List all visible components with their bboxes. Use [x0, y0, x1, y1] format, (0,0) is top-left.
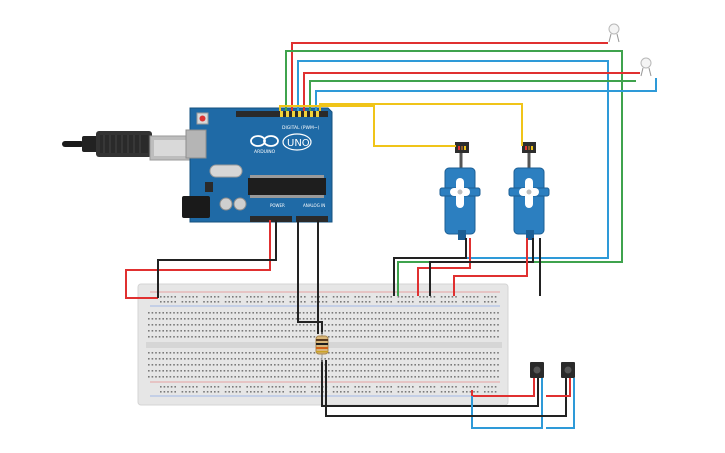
- wire-red-pb1[interactable]: [471, 378, 535, 397]
- wire-red-5v[interactable]: [125, 220, 271, 299]
- power-jack: [182, 196, 210, 218]
- capacitor-2: [233, 197, 247, 211]
- atmega-chip: [248, 178, 326, 195]
- voltage-regulator: [205, 182, 213, 192]
- wire-black-servo1-gnd[interactable]: [393, 238, 467, 296]
- pushbutton-2[interactable]: [561, 362, 575, 378]
- wire-red-led2[interactable]: [303, 72, 640, 111]
- wire-yellow-servo2[interactable]: [319, 103, 523, 146]
- analog-header: [296, 216, 328, 222]
- crystal-oscillator: [209, 164, 243, 178]
- usb-cable[interactable]: [62, 131, 193, 161]
- wire-red-servo1-vcc[interactable]: [417, 238, 471, 296]
- wires: [125, 42, 657, 429]
- led-1[interactable]: [608, 23, 620, 43]
- arduino-uno[interactable]: DIGITAL (PWM~) ARDUINO UNO POWER ANALOG …: [62, 107, 333, 223]
- power-header: [250, 216, 292, 222]
- breadboard-holes: [148, 296, 499, 393]
- resistor-1[interactable]: [315, 332, 329, 362]
- brand-text: ARDUINO: [254, 149, 276, 155]
- wire-red-pb2[interactable]: [546, 378, 571, 397]
- digital-label: DIGITAL (PWM~): [282, 125, 320, 131]
- wire-black-pb1[interactable]: [321, 360, 539, 407]
- servo-1[interactable]: [439, 142, 481, 240]
- wire-blue-pb2[interactable]: [546, 378, 575, 429]
- servo-2[interactable]: [508, 142, 550, 240]
- wire-green-led2[interactable]: [309, 80, 636, 111]
- wire-green-led1[interactable]: [285, 50, 623, 296]
- wire-black-analog[interactable]: [297, 220, 323, 334]
- reset-button-cap: [199, 115, 206, 122]
- pushbutton-1[interactable]: [530, 362, 544, 378]
- wire-black-gnd[interactable]: [157, 220, 277, 298]
- wire-red-servo2-vcc[interactable]: [453, 238, 528, 296]
- led-2[interactable]: [640, 57, 652, 77]
- wire-blue-led1[interactable]: [297, 60, 609, 259]
- usb-port: [185, 129, 207, 159]
- uno-logo-text: UNO: [287, 138, 310, 149]
- wire-blue-led2[interactable]: [315, 78, 657, 111]
- arduino-logo: ARDUINO: [250, 135, 279, 155]
- wire-red-led1[interactable]: [291, 42, 608, 111]
- uno-badge: [282, 133, 312, 151]
- wire-black-servo2-gnd[interactable]: [429, 238, 534, 296]
- header-pin-markers: [280, 111, 319, 117]
- wire-yellow-servo1[interactable]: [279, 105, 456, 147]
- power-label: POWER: [270, 203, 285, 208]
- analog-label: ANALOG IN: [303, 203, 325, 208]
- capacitor-1: [219, 197, 233, 211]
- wire-blue-pb1[interactable]: [471, 378, 543, 429]
